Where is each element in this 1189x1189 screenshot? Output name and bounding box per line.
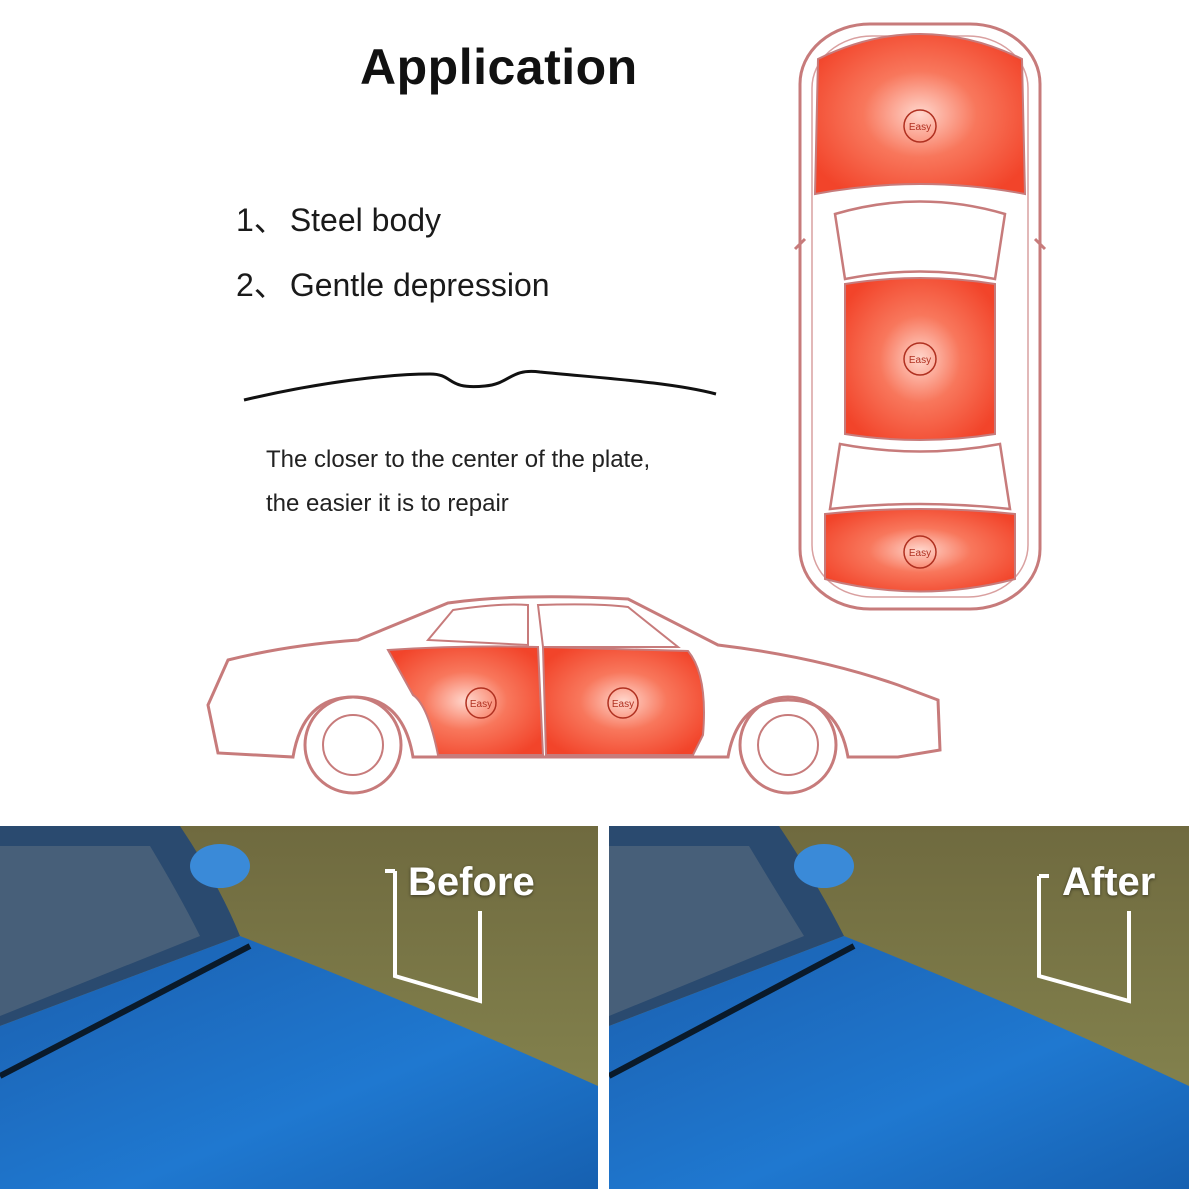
item-number: 1、 — [236, 202, 286, 238]
note-line: The closer to the center of the plate, — [266, 446, 651, 473]
list-item-steel-body: 1、Steel body — [236, 195, 441, 241]
after-photo — [609, 826, 1189, 1189]
before-label: Before — [408, 860, 535, 904]
car-top-view-illustration: Easy Easy Easy — [793, 22, 1047, 611]
easy-badge: Easy — [909, 548, 931, 559]
depression-curve-illustration — [243, 369, 717, 402]
easy-badge: Easy — [909, 122, 931, 133]
page-title: Application — [360, 39, 638, 95]
easy-badge: Easy — [909, 355, 931, 366]
note-line: the easier it is to repair — [266, 490, 509, 517]
easy-badge: Easy — [470, 699, 492, 710]
item-number: 2、 — [236, 267, 286, 303]
easy-badge: Easy — [612, 699, 634, 710]
item-label: Steel body — [289, 202, 442, 238]
car-side-view-illustration: Easy Easy — [206, 595, 942, 795]
before-photo — [0, 826, 598, 1189]
item-label: Gentle depression — [289, 267, 550, 303]
after-label: After — [1062, 860, 1156, 904]
list-item-gentle-depression: 2、Gentle depression — [236, 260, 550, 306]
